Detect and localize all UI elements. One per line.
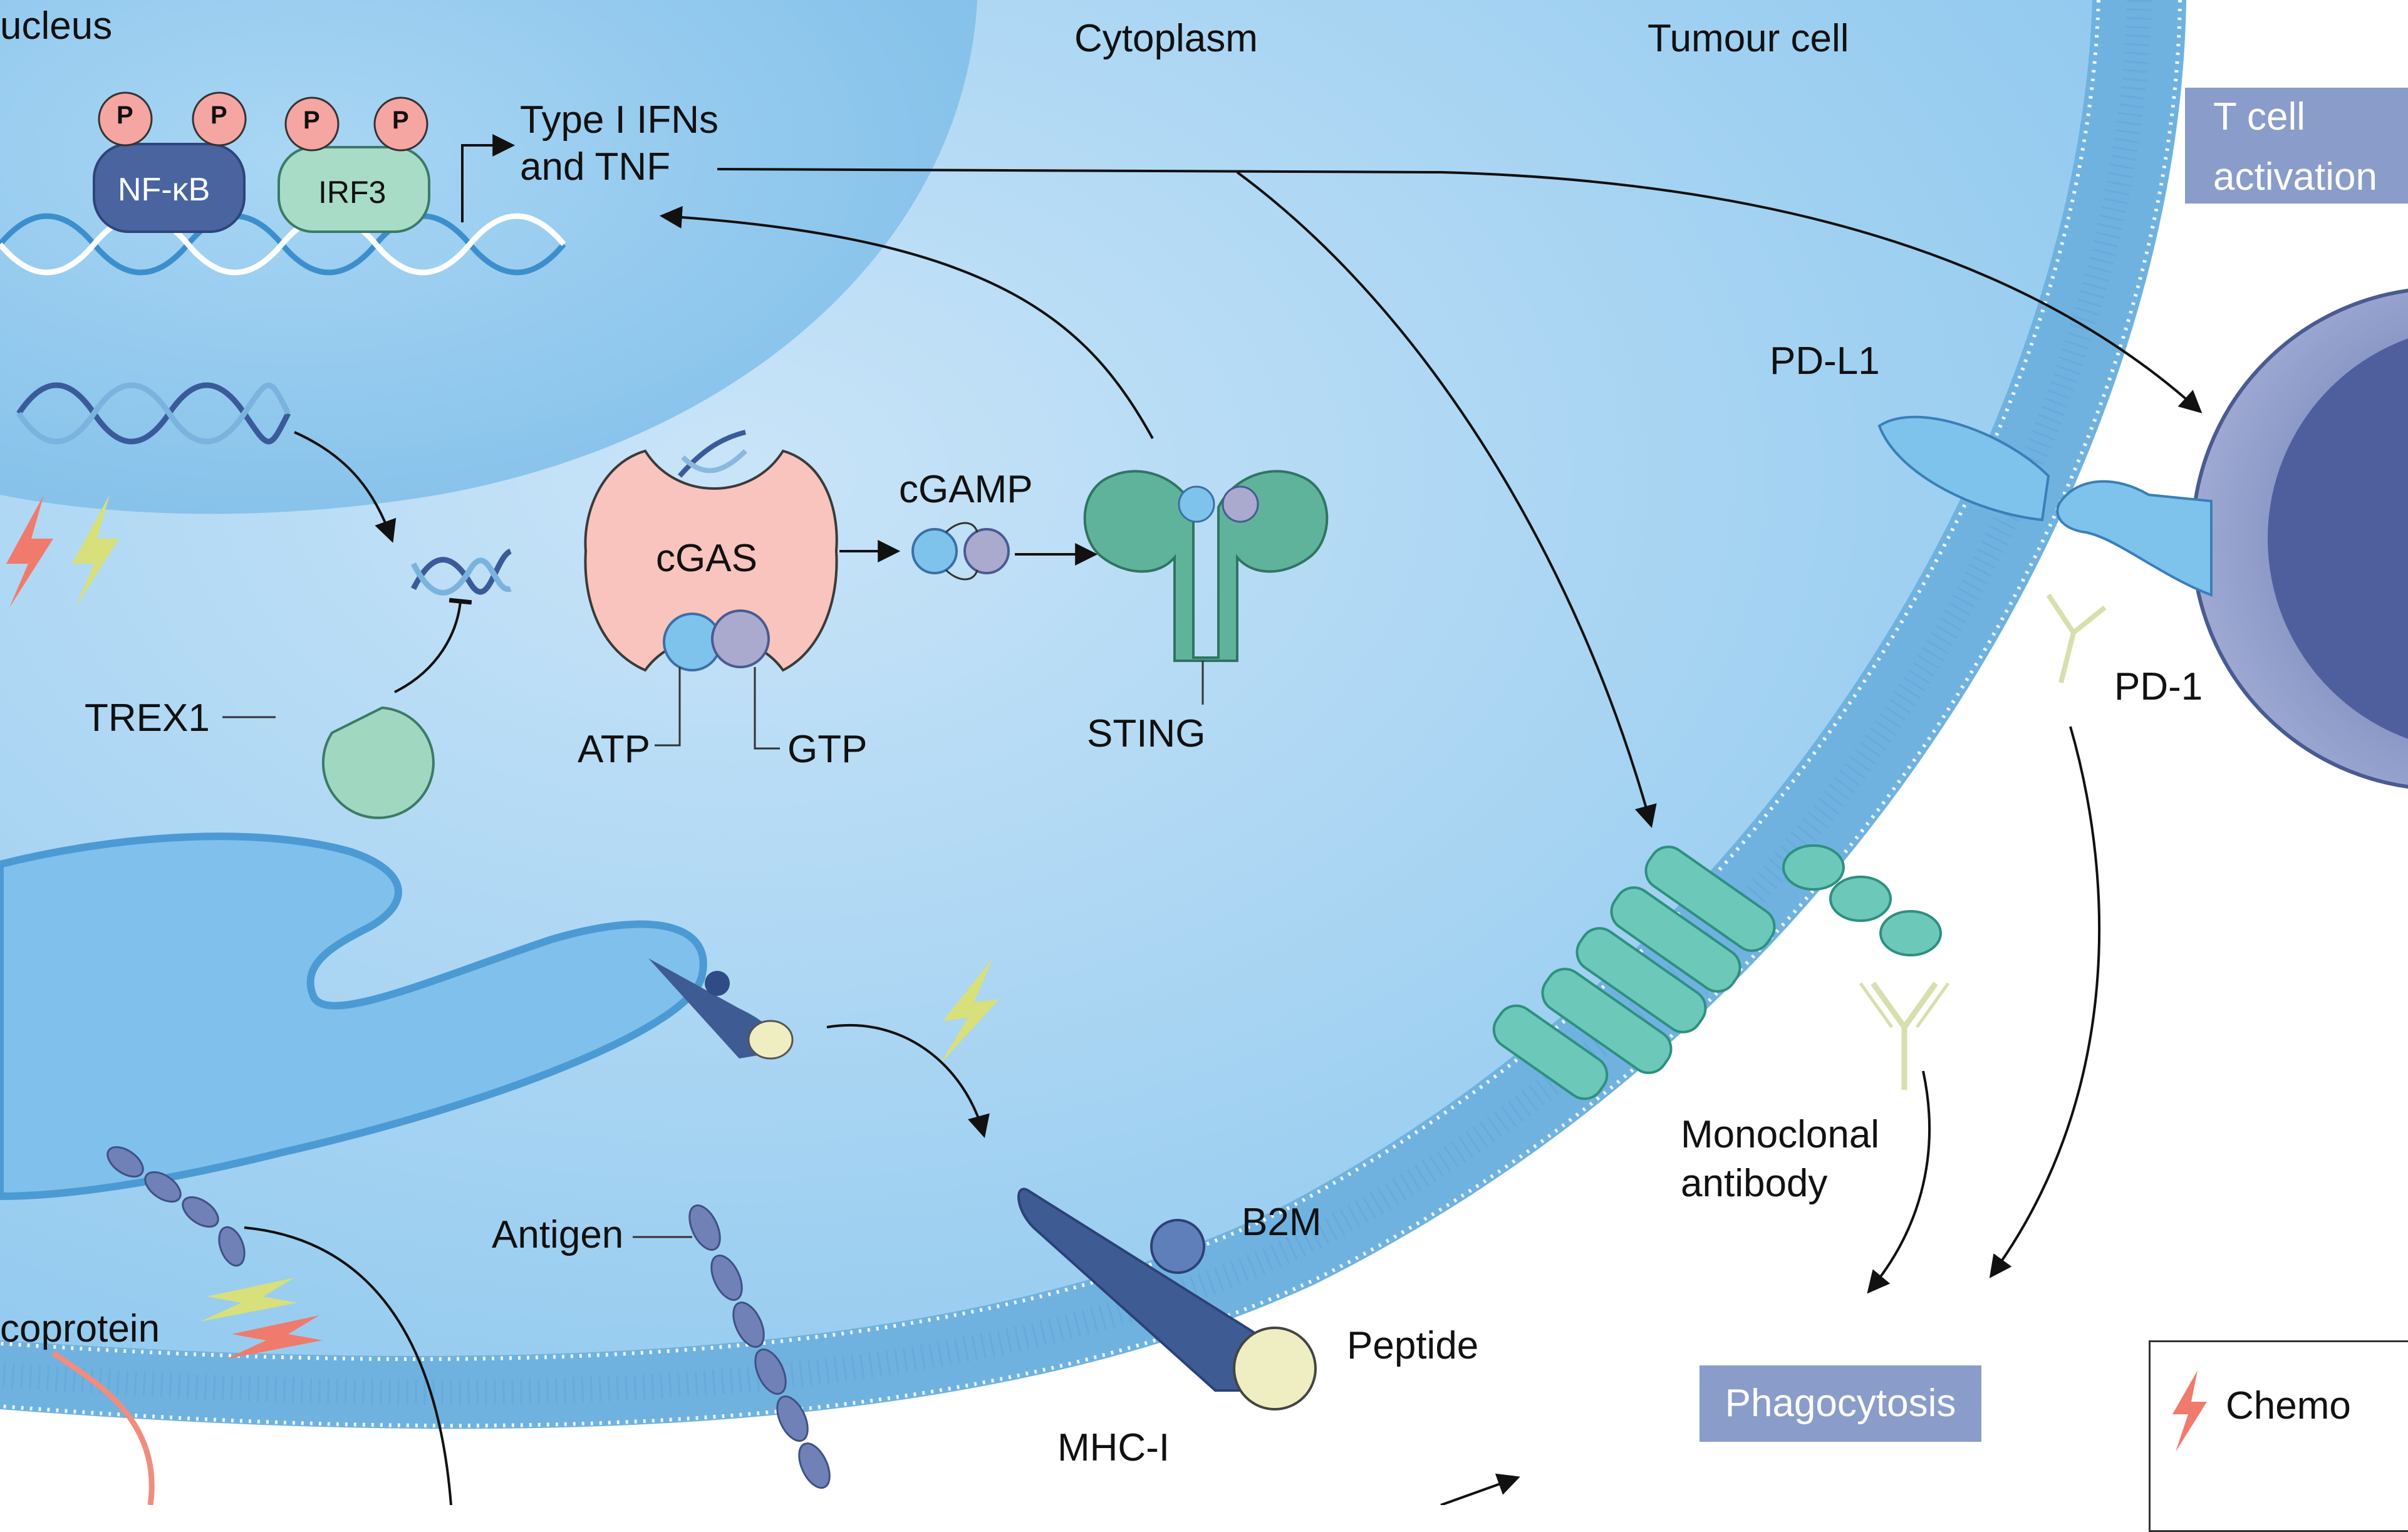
pd1-antibody	[2046, 593, 2107, 683]
lightning-icon	[226, 1315, 323, 1359]
lightning-icon	[940, 958, 999, 1065]
pd1-label: PD-1	[2114, 665, 2203, 708]
cgas-bound-dna	[677, 430, 747, 478]
antibody-to-phagocytosis-arrow	[1867, 1070, 1931, 1294]
pd1-protein	[2056, 480, 2213, 597]
t-cell-activation-line2: activation	[2213, 155, 2377, 199]
phospho-label: P	[210, 101, 227, 129]
nfkb-label: NF-κB	[118, 172, 210, 208]
antigen-label: Antigen	[492, 1213, 624, 1256]
b2m-label: B2M	[1242, 1201, 1322, 1244]
glycoprotein-chain	[106, 1146, 246, 1267]
monoclonal-antibody	[1859, 981, 1950, 1090]
atp-label: ATP	[578, 728, 650, 771]
t-cell-activation-line1: T cell	[2213, 95, 2306, 138]
phospho-label: P	[117, 101, 133, 129]
gtp-molecule	[711, 609, 770, 668]
lightning-icon	[200, 1278, 298, 1322]
lightning-icon	[2172, 1370, 2207, 1452]
cgamp-molecule	[963, 528, 1010, 574]
cgas-enzyme	[584, 449, 838, 672]
gtp-label: GTP	[787, 728, 868, 771]
ifn-label-line1: Type I IFNs	[520, 98, 719, 142]
endoplasmic-reticulum	[0, 832, 707, 1201]
legend: Chemo	[2149, 1340, 2408, 1532]
pdl1-protein	[1877, 415, 2050, 522]
phospho-label: P	[303, 106, 320, 134]
antigen-chain	[688, 1204, 831, 1489]
nuclear-dna-helix	[0, 213, 566, 276]
antibody-label-line1: Monoclonal	[1681, 1113, 1880, 1156]
gtp-label-line	[754, 667, 780, 750]
cgamp-label: cGAMP	[899, 468, 1033, 511]
antibody-label-line2: antibody	[1681, 1162, 1828, 1205]
mhc-i-complex	[1017, 1188, 1317, 1410]
t-cell-nucleus	[2268, 338, 2408, 739]
sting-protein	[1083, 470, 1329, 662]
cgas-label: cGAS	[656, 537, 757, 580]
trex1-label: TREX1	[85, 696, 210, 740]
cytosolic-dna-helix	[16, 382, 291, 445]
ifn-to-receptor-arrow	[1236, 171, 1657, 828]
irf3-protein	[278, 146, 430, 233]
glycoprotein-transport-arrow	[244, 1226, 452, 1506]
lightning-icon	[72, 495, 119, 608]
atp-label-line	[655, 667, 681, 747]
irf3-label: IRF3	[318, 175, 387, 210]
sting-label: STING	[1087, 712, 1206, 755]
membrane-lipids-inner	[0, 0, 2099, 1359]
mhc-transport-arrow	[826, 1023, 990, 1138]
lightning-icon	[6, 495, 53, 608]
mhc-label: MHC-I	[1057, 1426, 1170, 1469]
cytoplasm-label: Cytoplasm	[1074, 17, 1258, 60]
legend-chemo-label: Chemo	[2226, 1384, 2351, 1427]
cgamp-molecule	[911, 528, 958, 574]
trex1-protein	[321, 706, 435, 819]
phagocytosis-box: Phagocytosis	[1700, 1365, 1981, 1442]
t-cell-activation-box: T cell activation	[2185, 88, 2408, 204]
membrane-lipids-outer	[0, 0, 2180, 1426]
mhc-precursor	[648, 958, 777, 1058]
transcription-arrow	[461, 134, 516, 222]
peptide-fragment	[747, 1020, 794, 1060]
glycoprotein-label: coprotein	[0, 1307, 160, 1350]
phospho-badges	[98, 91, 428, 152]
surface-arrow	[1440, 1473, 1520, 1506]
glycoprotein-strand	[51, 1350, 155, 1506]
pd1-to-phagocytosis-arrow	[1989, 726, 2101, 1278]
ifn-label-line2: and TNF	[520, 145, 671, 189]
sting-to-nucleus-arrow	[659, 205, 1154, 439]
tumour-cell-label: Tumour cell	[1648, 17, 1849, 60]
nucleus-label: ucleus	[0, 4, 113, 48]
pdl1-label: PD-L1	[1770, 339, 1880, 383]
ifn-to-tcell-arrow	[717, 168, 2203, 413]
dna-release-arrow	[294, 431, 397, 543]
cytosolic-dna-fragment	[410, 548, 512, 596]
peptide-label: Peptide	[1347, 1324, 1479, 1367]
nfkb-protein	[93, 143, 246, 233]
phospho-label: P	[392, 106, 409, 134]
trex1-inhibition	[394, 598, 472, 693]
membrane-receptor	[1492, 844, 1942, 1100]
